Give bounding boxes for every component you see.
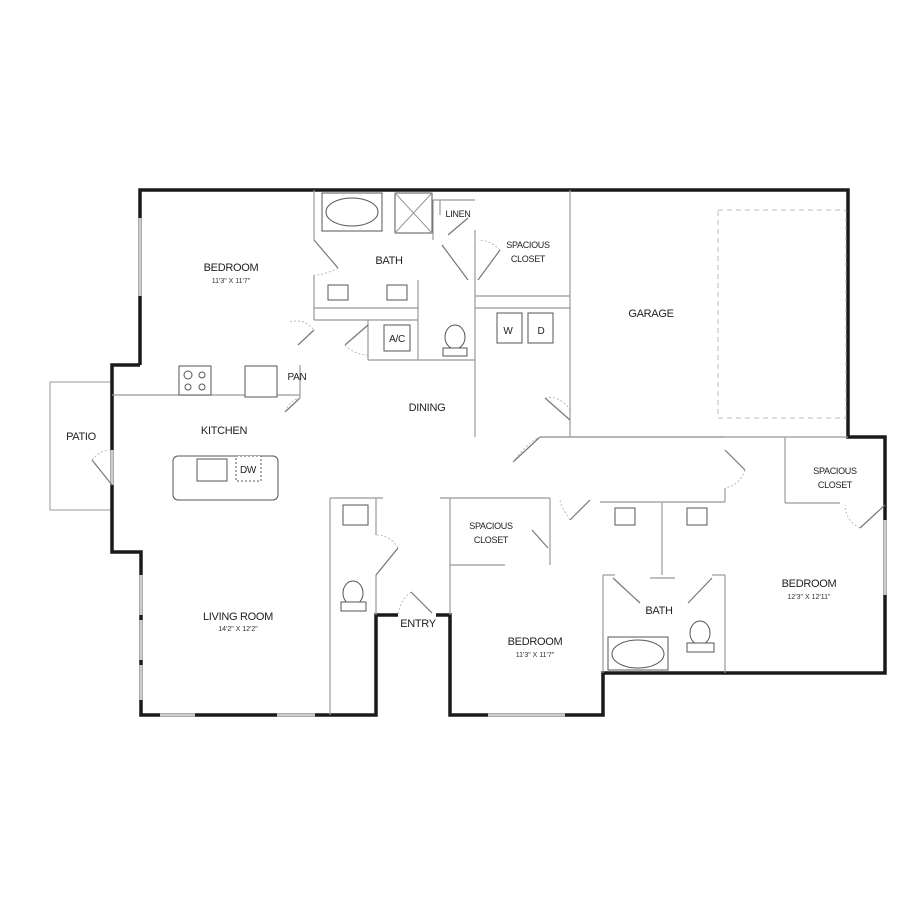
room-label-entry: ENTRY [400, 618, 437, 630]
room-label-bedroom-3: BEDROOM [782, 578, 837, 590]
parking-space-outline [717, 209, 847, 419]
room-label-bath-1: BATH [375, 255, 403, 267]
room-label-bath-2: BATH [645, 605, 673, 617]
dishwasher-icon [235, 455, 262, 482]
room-size-bedroom-2: 11'3" X 11'7" [516, 652, 555, 659]
room-label-closet-2-line1: SPACIOUS [469, 521, 513, 531]
room-size-living-room: 14'2" X 12'2" [218, 626, 258, 633]
exterior-wall [138, 188, 887, 717]
room-label-dining: DINING [409, 402, 446, 414]
room-size-bedroom-3: 12'3" X 12'11" [788, 594, 831, 601]
exterior-wall-west [110, 363, 398, 717]
room-label-kitchen: KITCHEN [201, 425, 248, 437]
room-label-closet-1-line2: CLOSET [511, 254, 546, 264]
patio-outline [49, 381, 113, 511]
room-label-closet-1-line1: SPACIOUS [506, 240, 550, 250]
stove-icon [178, 365, 212, 396]
label-dishwasher: DW [240, 465, 257, 476]
room-size-bedroom-1: 11'3" X 11'7" [212, 278, 251, 285]
room-label-closet-3-line2: CLOSET [818, 480, 853, 490]
sink-icon [386, 284, 408, 301]
toilet-icon [689, 620, 711, 646]
room-label-pantry: PAN [288, 372, 307, 383]
label-dryer: D [538, 326, 545, 337]
room-label-garage: GARAGE [628, 308, 673, 320]
sink-icon [614, 507, 636, 526]
windows [110, 218, 887, 717]
dryer-icon [527, 312, 554, 344]
doors [91, 217, 886, 616]
room-label-bedroom-1: BEDROOM [204, 262, 259, 274]
sink-icon [686, 507, 708, 526]
fixtures [172, 192, 847, 671]
sink-icon [327, 284, 349, 301]
toilet-icon [342, 580, 364, 606]
toilet-icon [444, 324, 466, 350]
room-label-closet-2-line2: CLOSET [474, 535, 509, 545]
room-label-bedroom-2: BEDROOM [508, 636, 563, 648]
sink-icon [196, 458, 228, 482]
room-label-living-room: LIVING ROOM [203, 611, 273, 623]
room-label-patio: PATIO [66, 431, 97, 443]
room-label-linen: LINEN [445, 209, 470, 219]
refrigerator-icon [244, 365, 278, 398]
ac-unit [383, 324, 411, 352]
room-label-closet-3-line1: SPACIOUS [813, 466, 857, 476]
washer-icon [496, 312, 523, 344]
label-washer: W [503, 326, 513, 337]
label-ac: A/C [389, 334, 405, 345]
sink-icon [342, 504, 369, 526]
